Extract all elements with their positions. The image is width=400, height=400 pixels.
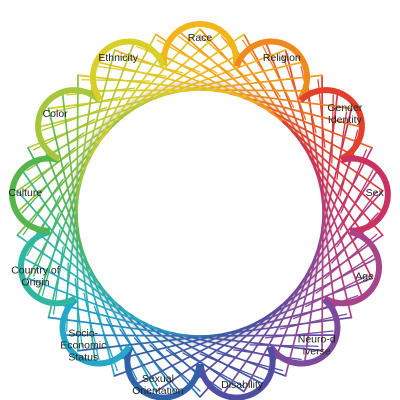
category-arc <box>9 155 60 234</box>
category-label-line: Religion <box>263 52 301 64</box>
category-label-line: Sex <box>366 187 385 199</box>
category-arc <box>17 228 77 307</box>
category-arc <box>197 345 276 400</box>
category-arc <box>298 87 365 162</box>
lattice-strut <box>177 35 235 77</box>
category-arc <box>89 38 167 102</box>
lattice-strut <box>308 154 373 280</box>
category-arcs <box>9 20 391 400</box>
lattice-strut <box>20 256 144 323</box>
category-arc <box>340 155 391 234</box>
category-label-line: Color <box>43 108 69 120</box>
lattice-strut <box>90 33 157 157</box>
lattice-strut <box>199 293 293 398</box>
lattice-strut <box>136 45 201 73</box>
lattice-strut <box>27 277 158 329</box>
category-label-line: Gender <box>327 102 363 114</box>
category-label-line: Ethnicity <box>98 52 138 64</box>
category-label: Sex <box>366 187 385 199</box>
category-label-line: Age <box>355 270 374 282</box>
category-arc <box>268 296 341 367</box>
lattice-strut <box>269 110 384 192</box>
category-label-line: Orientation <box>132 385 184 397</box>
category-label-line: Identity <box>328 114 363 126</box>
category-label-line: Neuro-d <box>298 334 336 346</box>
category-label-line: Sexual <box>142 373 174 385</box>
category-arc <box>35 87 102 162</box>
lattice-strut <box>314 168 364 300</box>
lattice-strut <box>27 146 92 272</box>
lattice-strut <box>94 60 231 95</box>
category-label-line: Culture <box>8 187 42 199</box>
category-label-line: Socio- <box>68 328 98 340</box>
category-label: Disability <box>221 379 264 391</box>
lattice-strut <box>27 97 158 149</box>
lattice-strut <box>155 313 271 393</box>
category-label: Ethnicity <box>98 52 138 64</box>
lattice-strut <box>221 282 303 397</box>
lattice-strut <box>280 120 385 214</box>
category-label-line: Country of <box>11 264 60 276</box>
lattice-strut <box>113 49 245 99</box>
lattice-strut <box>84 40 136 171</box>
category-label-line: Status <box>68 352 98 364</box>
lattice-strut <box>303 226 323 366</box>
lattice-strut <box>16 234 131 316</box>
lattice-strut <box>318 182 353 319</box>
category-label: Race <box>188 32 213 44</box>
category-label: Religion <box>263 52 301 64</box>
category-label-line: iverse <box>303 346 331 358</box>
lattice-strut <box>176 29 283 122</box>
lattice-strut <box>77 74 216 92</box>
lattice-strut <box>243 269 310 393</box>
lattice-strut <box>155 33 271 113</box>
category-arc <box>323 228 383 307</box>
category-label: Culture <box>8 187 42 199</box>
lattice-strut <box>76 74 79 214</box>
lattice-strut <box>133 321 259 386</box>
category-arc <box>233 38 311 102</box>
lattice-strut <box>291 130 384 237</box>
lattice-strut <box>47 107 82 244</box>
lattice-strut <box>113 327 245 377</box>
lattice-strut <box>199 353 264 381</box>
category-label-line: Economic <box>60 340 106 352</box>
lattice-strut <box>79 49 116 185</box>
category-label-line: Disability <box>221 379 264 391</box>
lattice-strut <box>16 189 109 296</box>
category-label: Age <box>355 270 374 282</box>
lattice-strut <box>77 334 216 352</box>
lattice-strut <box>47 90 187 110</box>
lattice-strut <box>61 90 79 229</box>
lattice-strut <box>47 316 187 336</box>
lattice-strut <box>36 92 172 129</box>
category-label-line: Race <box>188 32 213 44</box>
category-arc <box>161 20 239 67</box>
lattice-strut <box>321 212 324 352</box>
lattice-strut <box>61 334 201 337</box>
category-arc <box>124 345 203 400</box>
category-arc <box>59 296 132 367</box>
category-label: Color <box>43 108 69 120</box>
lattice-strut <box>20 168 100 284</box>
lattice-strut <box>284 241 321 377</box>
category-label-line: Origin <box>21 276 49 288</box>
inner-white-disc <box>78 91 322 335</box>
